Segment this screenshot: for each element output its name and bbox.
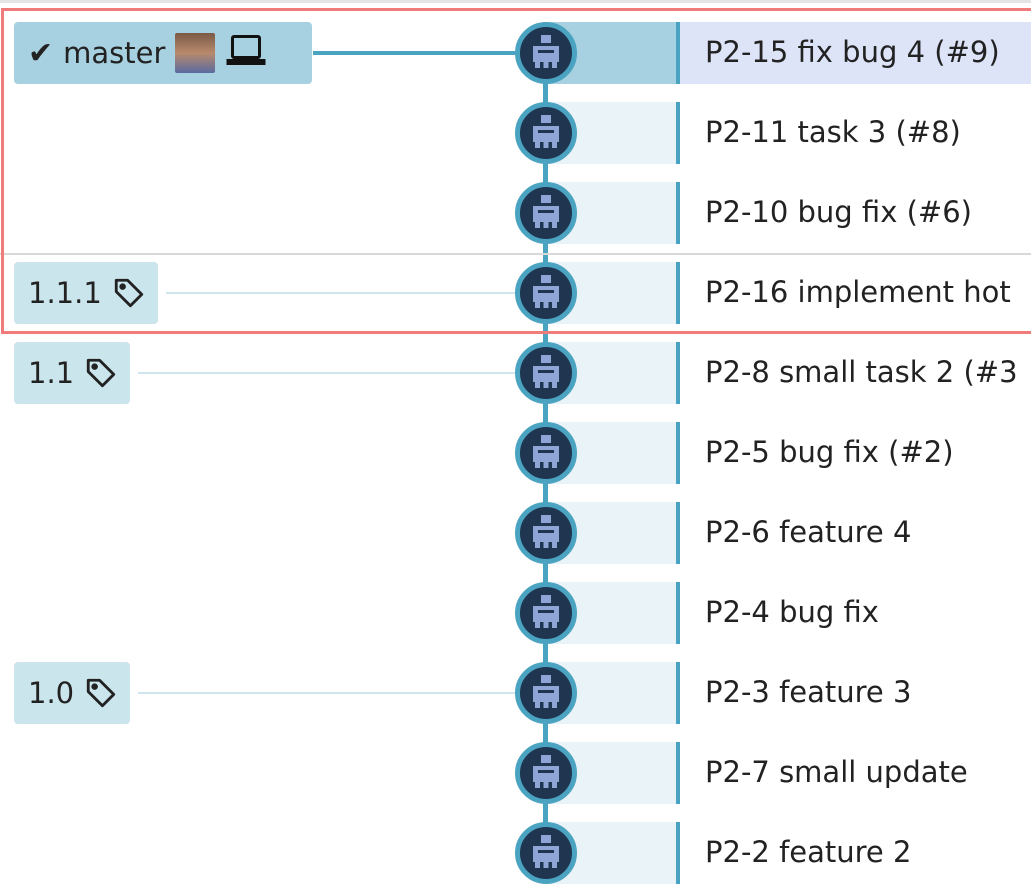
- commit-message: P2-8 small task 2 (#3: [705, 355, 1018, 389]
- commit-row[interactable]: P2-7 small update: [0, 742, 1031, 804]
- row-divider: [0, 253, 1031, 255]
- lane-stripe: [676, 102, 680, 164]
- lane-stripe: [676, 742, 680, 804]
- lane-stripe: [676, 422, 680, 484]
- commit-row[interactable]: P2-15 fix bug 4 (#9) ✔ master: [0, 22, 1031, 84]
- commit-row[interactable]: P2-6 feature 4: [0, 502, 1031, 564]
- commit-message: P2-7 small update: [705, 755, 968, 789]
- ref-connector: [166, 292, 520, 294]
- commit-row[interactable]: P2-5 bug fix (#2): [0, 422, 1031, 484]
- tag-label[interactable]: 1.0: [14, 662, 131, 724]
- commit-message: P2-11 task 3 (#8): [705, 115, 961, 149]
- commit-row[interactable]: P2-8 small task 2 (#3 1.1: [0, 342, 1031, 404]
- lane-stripe: [676, 662, 680, 724]
- commit-node-avatar-icon[interactable]: [515, 422, 577, 484]
- checkmark-icon: ✔: [28, 35, 54, 71]
- user-avatar: [175, 33, 216, 73]
- tag-name: 1.1: [28, 356, 75, 390]
- commit-message: P2-15 fix bug 4 (#9): [705, 35, 1000, 69]
- lane-stripe: [676, 22, 680, 84]
- tag-label[interactable]: 1.1: [14, 342, 131, 404]
- commit-row[interactable]: P2-11 task 3 (#8): [0, 102, 1031, 164]
- commit-row[interactable]: P2-16 implement hot 1.1.1: [0, 262, 1031, 324]
- commit-node-avatar-icon[interactable]: [515, 182, 577, 244]
- commit-row[interactable]: P2-10 bug fix (#6): [0, 182, 1031, 244]
- commit-message: P2-6 feature 4: [705, 515, 912, 549]
- tag-name: 1.0: [28, 676, 75, 710]
- commit-message: P2-3 feature 3: [705, 675, 912, 709]
- commit-row[interactable]: P2-4 bug fix: [0, 582, 1031, 644]
- branch-name: master: [63, 36, 166, 70]
- lane-stripe: [676, 582, 680, 644]
- ref-connector: [138, 692, 520, 694]
- message-cell[interactable]: [680, 22, 1031, 84]
- branch-label-master[interactable]: ✔ master: [14, 22, 312, 84]
- commit-message: P2-5 bug fix (#2): [705, 435, 954, 469]
- tag-icon: [84, 676, 118, 710]
- tag-label[interactable]: 1.1.1: [14, 262, 158, 324]
- lane-stripe: [676, 502, 680, 564]
- commit-node-avatar-icon[interactable]: [515, 662, 577, 724]
- tag-icon: [112, 276, 146, 310]
- commit-message: P2-2 feature 2: [705, 835, 912, 869]
- column-header-edge: [0, 0, 1031, 3]
- lane-stripe: [676, 262, 680, 324]
- lane-stripe: [676, 342, 680, 404]
- ref-connector: [138, 372, 520, 374]
- commit-message: P2-4 bug fix: [705, 595, 879, 629]
- commit-node-avatar-icon[interactable]: [515, 342, 577, 404]
- commit-row[interactable]: P2-2 feature 2: [0, 822, 1031, 884]
- ref-connector: [313, 51, 523, 55]
- commit-node-avatar-icon[interactable]: [515, 22, 577, 84]
- commit-node-avatar-icon[interactable]: [515, 502, 577, 564]
- commit-message: P2-16 implement hot: [705, 275, 1011, 309]
- tag-name: 1.1.1: [28, 276, 102, 310]
- commit-row[interactable]: P2-3 feature 3 1.0: [0, 662, 1031, 724]
- commit-node-avatar-icon[interactable]: [515, 742, 577, 804]
- commit-node-avatar-icon[interactable]: [515, 582, 577, 644]
- commit-node-avatar-icon[interactable]: [515, 102, 577, 164]
- commit-node-avatar-icon[interactable]: [515, 262, 577, 324]
- lane-stripe: [676, 182, 680, 244]
- laptop-icon: [225, 32, 267, 75]
- commit-message: P2-10 bug fix (#6): [705, 195, 972, 229]
- tag-icon: [84, 356, 118, 390]
- commit-node-avatar-icon[interactable]: [515, 822, 577, 884]
- lane-stripe: [676, 822, 680, 884]
